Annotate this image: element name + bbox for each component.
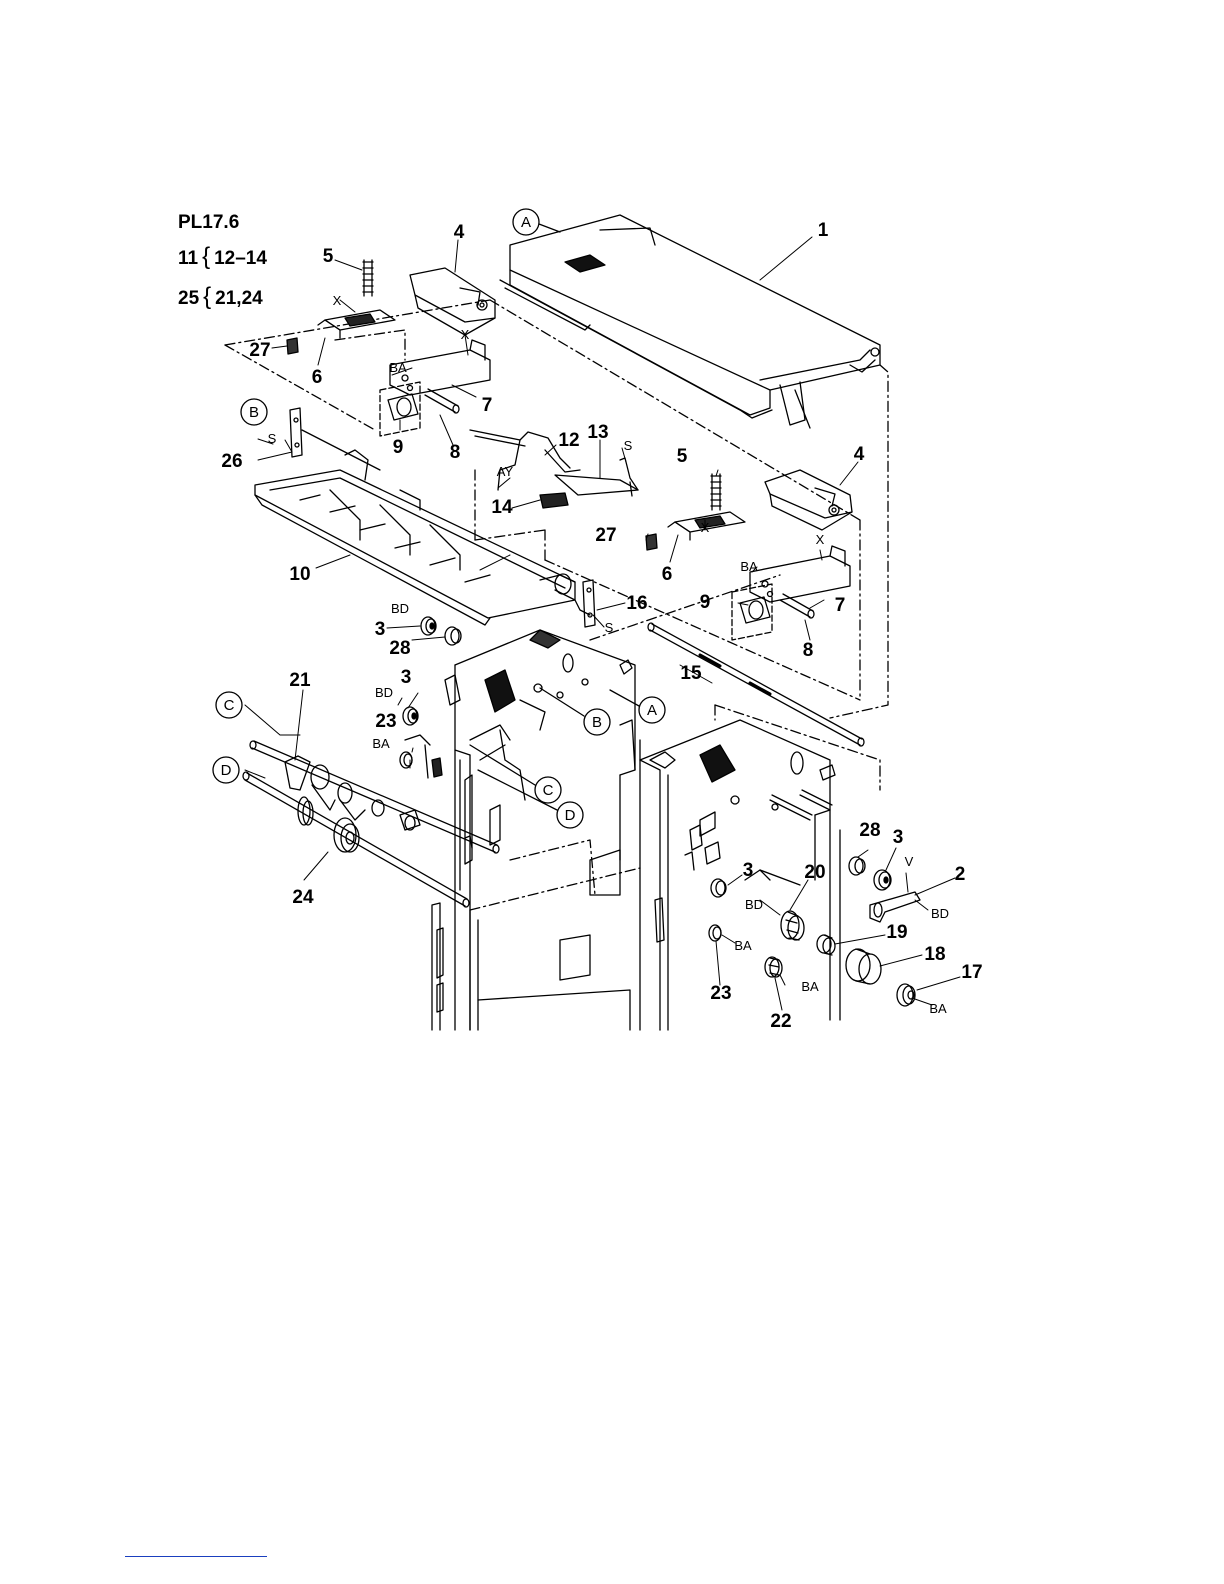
plate-upper	[318, 310, 395, 338]
shaft-21	[250, 741, 499, 853]
callout-number: 27	[249, 340, 270, 361]
spring-upper	[363, 260, 373, 296]
code-label: AY	[497, 464, 514, 479]
callout-number: 16	[626, 593, 647, 614]
callout-number: 6	[312, 367, 323, 388]
callout-number: 27	[595, 525, 616, 546]
callout-number: 18	[924, 944, 945, 965]
callout-number: 5	[677, 446, 688, 467]
callout-number: 3	[743, 860, 754, 881]
callout-number: 26	[221, 451, 242, 472]
callout-number: 12	[558, 430, 579, 451]
bearing-3-mid-left	[403, 707, 418, 725]
callout-number: 1	[818, 220, 829, 241]
callout-number: 3	[375, 619, 386, 640]
bushing-28-left	[445, 627, 461, 645]
ref-letter: A	[647, 702, 657, 719]
top-cover-part	[500, 215, 880, 428]
code-label: S	[268, 431, 277, 446]
left-side-frame	[405, 630, 640, 1030]
callout-number: 7	[482, 395, 493, 416]
callout-number: 2	[955, 864, 966, 885]
callout-number: 13	[587, 422, 608, 443]
callout-number: 14	[491, 497, 513, 518]
ref-letter: D	[565, 807, 576, 824]
code-label: V	[905, 854, 914, 869]
callout-number: 5	[323, 246, 334, 267]
code-label: BA	[801, 979, 819, 994]
callout-number: 23	[710, 983, 731, 1004]
code-label: BA	[734, 938, 752, 953]
lower-tray-part	[255, 450, 590, 625]
pin-lower	[780, 594, 814, 618]
pin-upper	[425, 389, 459, 413]
callout-number: 19	[886, 922, 907, 943]
code-label: X	[816, 532, 825, 547]
callout-number: 17	[961, 962, 982, 983]
bracket-26	[290, 408, 380, 470]
spring-lower	[711, 474, 721, 510]
callout-number: 21	[289, 670, 311, 691]
ref-letter: C	[224, 697, 235, 714]
callout-number: 4	[854, 444, 865, 465]
callout-number: 4	[454, 222, 465, 243]
ref-letter: C	[543, 782, 554, 799]
clip-upper	[287, 338, 298, 354]
callout-number: 9	[700, 592, 711, 613]
gear-20	[781, 911, 804, 940]
bracket-16	[583, 580, 595, 627]
callout-number: 22	[770, 1011, 791, 1032]
code-label: BA	[372, 736, 390, 751]
leader-lines	[245, 237, 960, 1010]
callout-number: 24	[292, 887, 314, 908]
ref-letter: A	[521, 214, 531, 231]
callout-number: 15	[680, 663, 702, 684]
gear-22	[765, 957, 782, 977]
code-label: BD	[375, 685, 393, 700]
roller-18	[846, 949, 881, 984]
bearing-3-lower-mid	[711, 879, 726, 897]
code-label: BA	[929, 1001, 947, 1016]
code-label: BA	[389, 360, 407, 375]
ref-letter: B	[249, 404, 259, 421]
callout-number: 6	[662, 564, 673, 585]
callout-number: 8	[803, 640, 814, 661]
code-label: BD	[931, 906, 949, 921]
bushing-28-right	[849, 857, 865, 875]
callout-number: 28	[859, 820, 880, 841]
code-label: BD	[745, 897, 763, 912]
code-label: X	[461, 327, 470, 342]
code-label: BD	[391, 601, 409, 616]
callout-number: 10	[289, 564, 310, 585]
code-label: X	[333, 293, 342, 308]
callout-number: 20	[804, 862, 825, 883]
code-label: BA	[740, 559, 758, 574]
code-label: S	[624, 438, 633, 453]
gear-23-right	[709, 925, 721, 941]
bearing-17	[897, 984, 915, 1006]
callout-number: 28	[389, 638, 410, 659]
callout-number: 8	[450, 442, 461, 463]
callout-number: 3	[893, 827, 904, 848]
hinge-block-lower	[765, 470, 852, 530]
ref-letter: B	[592, 714, 602, 731]
footnote-divider	[125, 1556, 267, 1557]
clip-14	[540, 493, 568, 508]
bracket-2	[870, 892, 920, 922]
callout-number: 3	[401, 667, 412, 688]
code-label: S	[605, 620, 614, 635]
code-label: X	[701, 520, 710, 535]
bracket-lower	[750, 546, 850, 602]
bushing-19	[817, 935, 835, 955]
ref-letter: D	[221, 762, 232, 779]
callout-number: 7	[835, 595, 846, 616]
bracket-13	[555, 458, 638, 496]
callout-number: 23	[375, 711, 396, 732]
bearing-3-right	[874, 870, 891, 890]
callout-number: 9	[393, 437, 404, 458]
bearing-3-top-left	[421, 617, 436, 635]
